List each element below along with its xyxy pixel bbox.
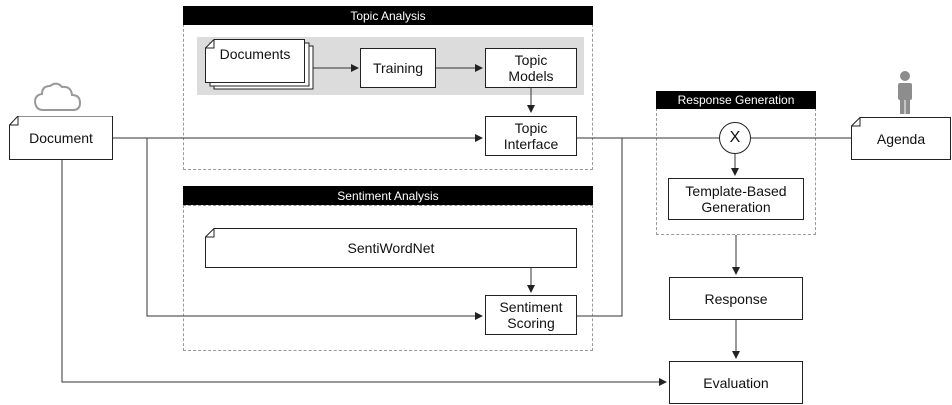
template-label-2: Generation [701,199,771,215]
sentiwordnet-label: SentiWordNet [347,240,435,256]
edge-document-scoring [146,138,483,320]
topic-models-node: Topic Models [485,48,577,88]
edge-scoring-combiner [577,138,623,317]
topic-analysis-title: Topic Analysis [183,6,593,25]
template-label-1: Template-Based [685,183,787,199]
sentiment-analysis-title: Sentiment Analysis [183,186,593,205]
sentiment-scoring-label-2: Scoring [507,315,555,331]
training-node: Training [360,48,436,88]
evaluation-node: Evaluation [669,361,803,404]
response-label: Response [704,290,768,307]
sentiment-scoring-node: Sentiment Scoring [485,295,577,335]
evaluation-label: Evaluation [703,374,769,391]
sentiwordnet-node: SentiWordNet [205,228,577,268]
documents-label: Documents [219,46,291,62]
response-node: Response [669,277,803,320]
agenda-label: Agenda [876,130,926,147]
documents-node: Documents [205,39,305,83]
document-node: Document [9,116,113,160]
response-generation-title: Response Generation [656,91,816,109]
training-label: Training [372,60,424,76]
cloud-icon [33,82,82,111]
topic-interface-label-1: Topic [514,120,548,136]
person-icon [898,71,912,114]
topic-interface-node: Topic Interface [485,116,577,156]
sentiment-scoring-label-1: Sentiment [499,299,563,315]
topic-models-label-1: Topic [514,52,548,68]
agenda-node: Agenda [851,117,951,160]
combiner-label: X [729,129,741,146]
sentiment-analysis-panel [183,205,593,351]
template-generation-node: Template-Based Generation [668,178,804,220]
document-label: Document [29,130,93,146]
topic-models-label-2: Models [508,68,554,84]
combiner-node: X [719,122,751,154]
topic-interface-label-2: Interface [503,136,559,152]
edge-document-evaluation [61,160,667,386]
